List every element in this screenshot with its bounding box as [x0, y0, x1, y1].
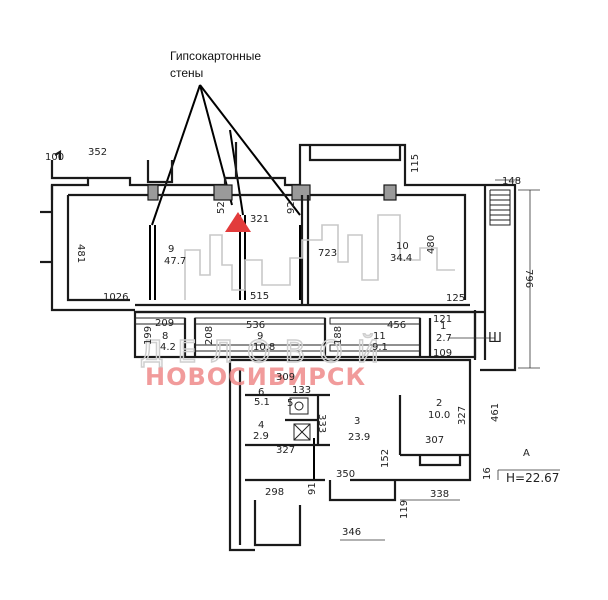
room-area: 4.2	[160, 342, 176, 353]
dim-label: 16	[482, 467, 493, 480]
elevation-label: Н=22.67	[506, 471, 559, 485]
dim-label: 338	[430, 489, 449, 500]
dim-label: 309	[276, 372, 295, 383]
partitions-upper	[135, 184, 487, 360]
dim-label: 723	[318, 248, 337, 259]
room-number: 11	[373, 331, 386, 342]
room-number: 9	[168, 244, 174, 255]
room-number: 3	[354, 416, 360, 427]
dim-label: 346	[342, 527, 361, 538]
right-stair	[480, 179, 540, 372]
dimension-labels: 100 352 115 148 481 52 321 92 723 480 79…	[45, 147, 534, 538]
annotation-line-1: Гипсокартонные	[170, 49, 261, 63]
dim-label: 133	[292, 385, 311, 396]
dim-label: 119	[399, 500, 410, 519]
room-area: 10.0	[428, 410, 450, 421]
dim-label: 333	[316, 414, 327, 433]
dim-label: 209	[155, 318, 174, 329]
dim-label: 121	[433, 314, 452, 325]
dim-label: 536	[246, 320, 265, 331]
room-number: 8	[162, 331, 168, 342]
watermark-triangle-icon	[225, 212, 251, 232]
annotation-line-2: стены	[170, 66, 203, 80]
lower-block	[228, 358, 472, 552]
room-area: 23.9	[348, 432, 370, 443]
elevation-marker-letter: А	[523, 448, 530, 459]
dim-label: 480	[426, 235, 437, 254]
room-area: 2.9	[253, 431, 269, 442]
dim-label: 350	[336, 469, 355, 480]
room-number: 2	[436, 398, 442, 409]
watermark: ДЕЛОВОЙ НОВОСИБИРСК	[139, 212, 455, 391]
room-number: 10	[396, 241, 409, 252]
dim-label: 188	[333, 326, 344, 345]
dim-label: 298	[265, 487, 284, 498]
room-number: 4	[258, 420, 264, 431]
dim-label: 796	[523, 269, 534, 288]
room-number: 6	[258, 387, 264, 398]
dim-label: 481	[75, 244, 86, 263]
room-labels: 9 47.7 10 34.4 8 4.2 9 10.8 11 9.1 1 2.7…	[160, 241, 452, 443]
dim-label: 515	[250, 291, 269, 302]
watermark-line-2: НОВОСИБИРСК	[145, 363, 366, 391]
dim-label: 327	[457, 406, 468, 425]
dim-label: 456	[387, 320, 406, 331]
dim-label: 91	[307, 482, 318, 495]
dim-label: 115	[410, 154, 421, 173]
elevation-marker	[497, 469, 560, 480]
room-area: 9.1	[372, 342, 388, 353]
room-number: 9	[257, 331, 263, 342]
room-area: 47.7	[164, 256, 186, 267]
dim-label: 327	[276, 445, 295, 456]
dim-label: 125	[446, 293, 465, 304]
dim-label: 100	[45, 152, 64, 163]
outer-walls	[40, 142, 487, 312]
corridor-row	[133, 310, 495, 359]
dim-label: 109	[433, 348, 452, 359]
dim-label: 92	[286, 201, 297, 214]
dim-label: 208	[204, 326, 215, 345]
dim-label: 461	[490, 403, 501, 422]
dim-label: 148	[502, 176, 521, 187]
dim-label: 52	[216, 201, 227, 214]
room-area: 10.8	[253, 342, 275, 353]
room-area: 5.1	[254, 397, 270, 408]
room-area: 34.4	[390, 253, 412, 264]
dim-label: 1026	[103, 292, 128, 303]
dim-label: 199	[143, 326, 154, 345]
room-number: 5	[287, 398, 293, 409]
stair-label: Ш	[488, 331, 502, 346]
dim-label: 352	[88, 147, 107, 158]
room-number: 1	[440, 321, 446, 332]
dim-label: 321	[250, 214, 269, 225]
watermark-line-1: ДЕЛОВОЙ	[140, 334, 393, 370]
room-area: 2.7	[436, 333, 452, 344]
dim-label: 152	[380, 449, 391, 468]
dim-label: 307	[425, 435, 444, 446]
